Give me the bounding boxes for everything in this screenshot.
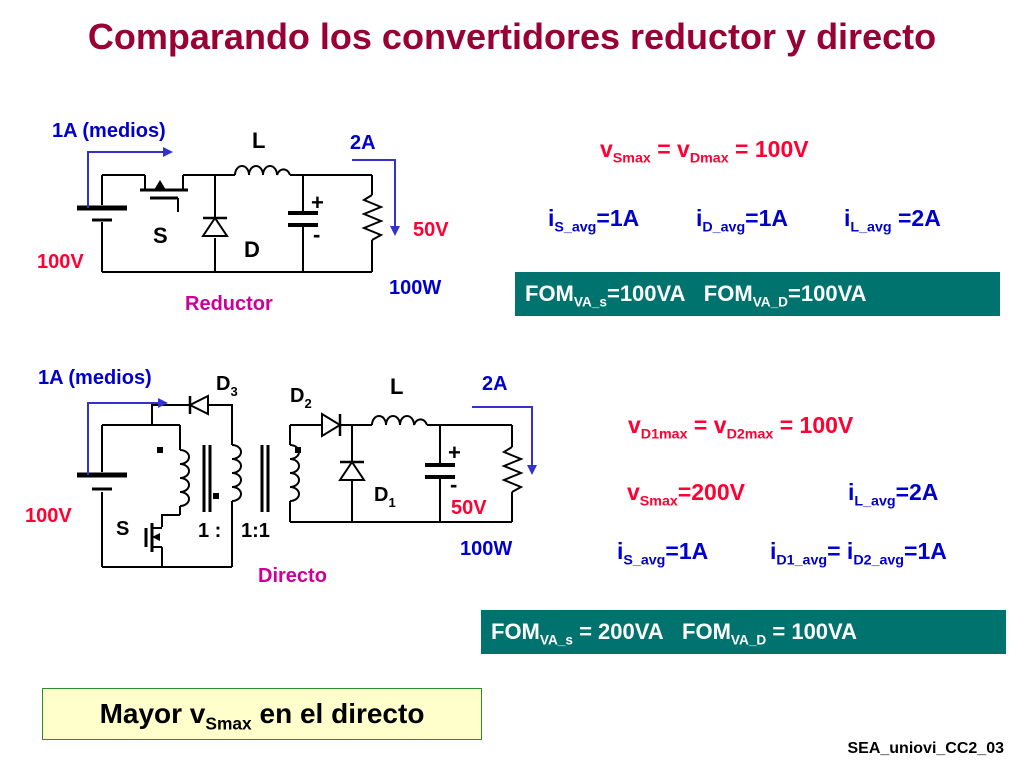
directo-ratio-secondary: 1:1 xyxy=(241,520,270,542)
directo-circuit xyxy=(77,394,524,568)
reductor-vmax-equation: vSmax = vDmax = 100V xyxy=(600,136,809,167)
directo-switch-label: S xyxy=(116,518,129,540)
reductor-current-arrows xyxy=(87,147,400,236)
page-title: Comparando los convertidores reductor y … xyxy=(87,16,937,57)
reductor-output-power: 100W xyxy=(389,277,441,299)
reductor-circuit xyxy=(77,165,384,273)
directo-diode2-label: D2 xyxy=(290,385,312,411)
directo-output-current: 2A xyxy=(482,373,508,395)
reductor-input-current: 1A (medios) xyxy=(52,120,166,142)
conclusion-box: Mayor vSmax en el directo xyxy=(42,688,482,740)
reductor-il-equation: iL_avg =2A xyxy=(844,205,941,236)
directo-diode1-label: D1 xyxy=(374,484,396,510)
reductor-diode-label: D xyxy=(244,237,260,262)
directo-vdmax-equation: vD1max = vD2max = 100V xyxy=(628,412,854,443)
reductor-output-voltage: 50V xyxy=(413,219,449,241)
reductor-cap-minus: - xyxy=(313,222,320,247)
reductor-inductor-label: L xyxy=(252,128,265,153)
directo-input-voltage: 100V xyxy=(25,505,72,527)
directo-cap-minus: - xyxy=(450,472,457,497)
reductor-is-equation: iS_avg=1A xyxy=(548,205,640,236)
directo-name: Directo xyxy=(258,565,327,587)
directo-cap-plus: + xyxy=(448,440,461,465)
reductor-id-equation: iD_avg=1A xyxy=(696,205,789,236)
reductor-name: Reductor xyxy=(185,293,273,315)
directo-il-equation: iL_avg=2A xyxy=(848,479,939,510)
directo-inductor-label: L xyxy=(390,374,403,399)
directo-current-arrows xyxy=(87,398,537,475)
reductor-fom-box: FOMVA_s=100VA FOMVA_D=100VA xyxy=(515,272,1000,316)
directo-id-equation: iD1_avg= iD2_avg=1A xyxy=(770,538,947,569)
reductor-cap-plus: + xyxy=(311,190,324,215)
footer-source: SEA_uniovi_CC2_03 xyxy=(847,740,1004,757)
directo-ratio-primary: 1 : xyxy=(198,520,221,542)
directo-diode3-label: D3 xyxy=(216,373,238,399)
reductor-input-voltage: 100V xyxy=(37,251,84,273)
reductor-output-current: 2A xyxy=(350,132,376,154)
directo-vsmax-equation: vSmax=200V xyxy=(627,479,745,510)
reductor-switch-label: S xyxy=(153,223,168,248)
directo-input-current: 1A (medios) xyxy=(38,367,152,389)
transformer-dots xyxy=(157,447,301,499)
directo-output-power: 100W xyxy=(460,538,512,560)
directo-output-voltage: 50V xyxy=(451,497,487,519)
directo-fom-box: FOMVA_s = 200VA FOMVA_D = 100VA xyxy=(481,610,1006,654)
directo-is-equation: iS_avg=1A xyxy=(617,538,709,569)
